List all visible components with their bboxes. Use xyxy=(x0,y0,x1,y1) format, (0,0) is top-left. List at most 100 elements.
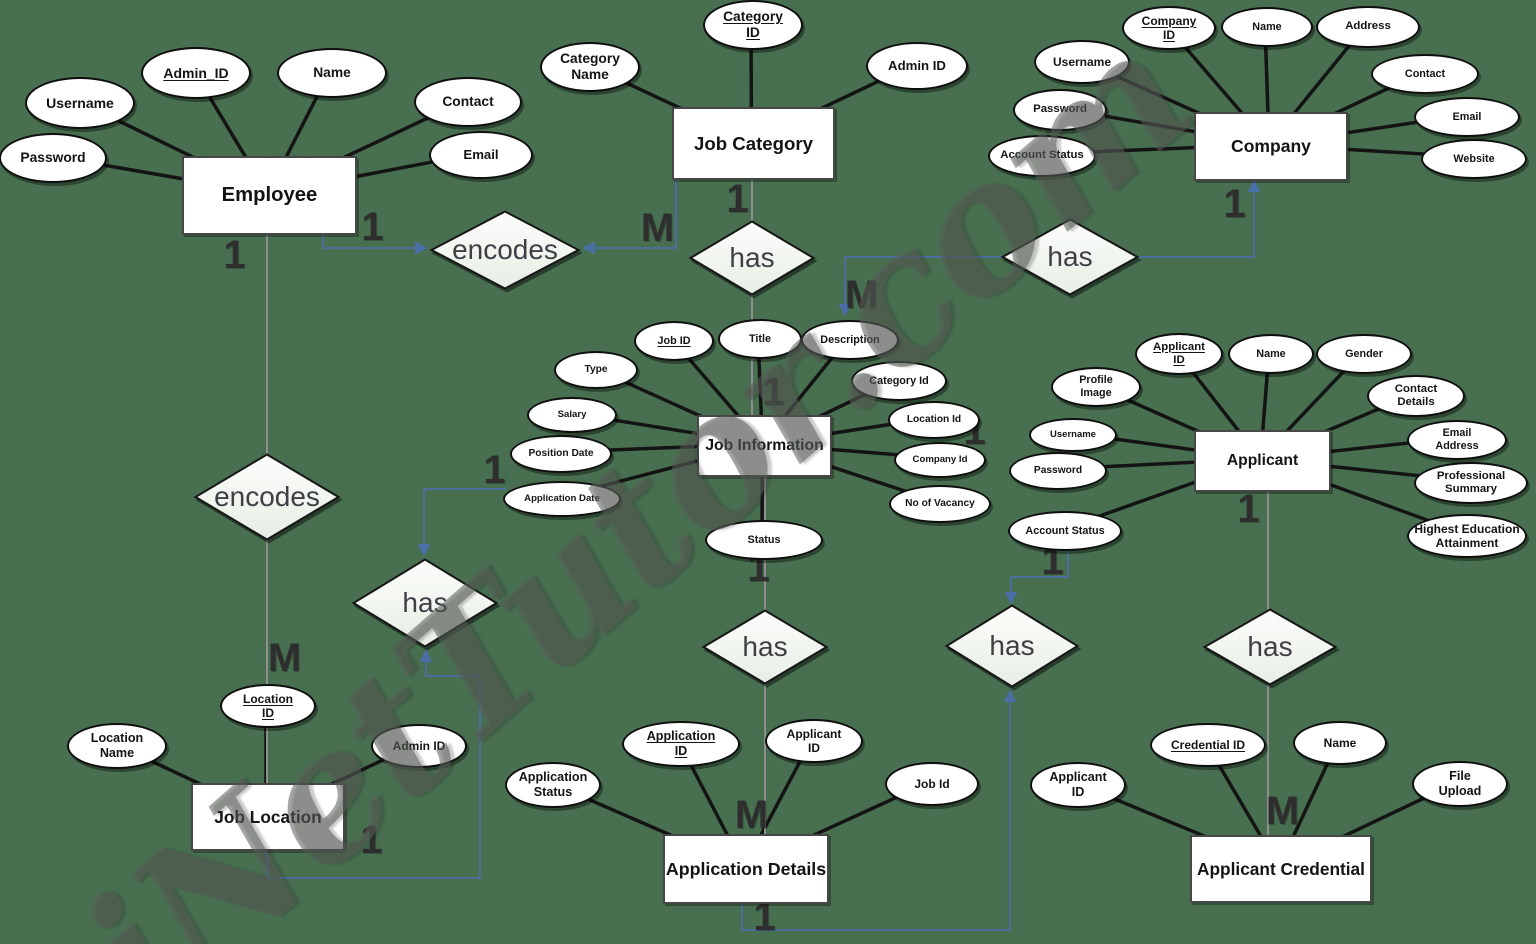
attribute-employee-admin-id: Admin_ID xyxy=(141,47,251,99)
attribute-label: Admin ID xyxy=(888,58,946,74)
relationship-has-1: has xyxy=(688,220,816,296)
cardinality-connector xyxy=(322,231,428,255)
attribute-company-password: Password xyxy=(1013,89,1107,131)
attribute-employee-password: Password xyxy=(0,133,107,183)
attribute-label: Category ID xyxy=(723,8,783,40)
attribute-label: Title xyxy=(749,332,771,345)
attribute-label: No of Vacancy xyxy=(905,497,975,509)
attribute-job-information-description: Description xyxy=(801,320,899,360)
attribute-company-account-status: Account Status xyxy=(988,135,1096,177)
attribute-label: Password xyxy=(1033,103,1087,116)
attribute-job-information-job-id: Job ID xyxy=(634,321,714,361)
attribute-label: Admin ID xyxy=(392,738,446,753)
attribute-label: Name xyxy=(313,64,351,80)
diamond-shape xyxy=(1000,218,1140,296)
cardinality-label-1: 1 xyxy=(360,818,382,862)
relationship-label: has xyxy=(1047,241,1093,272)
attribute-company-company-id: Company ID xyxy=(1122,6,1216,50)
entity-label: Employee xyxy=(221,184,318,206)
entity-job-location: Job Location xyxy=(191,783,345,851)
attribute-label: Credential ID xyxy=(1170,737,1245,752)
attribute-label: Application Status xyxy=(518,770,588,799)
attribute-job-category-category-name: Category Name xyxy=(540,42,640,92)
attribute-job-location-location-id: Location ID xyxy=(220,684,316,728)
entity-company: Company xyxy=(1194,112,1348,181)
attribute-application-details-application-id: Application ID xyxy=(622,721,740,767)
cardinality-label-1: 1 xyxy=(1223,182,1245,226)
attribute-label: Contact Details xyxy=(1394,382,1438,408)
attribute-company-address: Address xyxy=(1316,6,1420,48)
cardinality-connector xyxy=(741,689,1017,931)
diamond-shape xyxy=(1202,608,1338,686)
attribute-label: Location Name xyxy=(90,731,144,760)
attribute-employee-name: Name xyxy=(277,48,387,98)
cardinality-label-m: M xyxy=(1265,789,1299,833)
attribute-label: Email Address xyxy=(1435,427,1479,452)
attribute-label: Name xyxy=(1323,735,1357,750)
attribute-application-details-job-id: Job Id xyxy=(885,762,979,806)
attribute-job-information-title: Title xyxy=(718,319,802,359)
entity-employee: Employee xyxy=(182,156,357,235)
attribute-label: Category Name xyxy=(560,50,620,82)
cardinality-connector xyxy=(1139,179,1261,258)
cardinality-label-1: 1 xyxy=(753,895,775,939)
diamond-shape xyxy=(429,210,581,290)
attribute-applicant-credential-name: Name xyxy=(1293,721,1387,765)
attribute-applicant-password: Password xyxy=(1009,452,1107,490)
attribute-label: Name xyxy=(1252,20,1282,33)
attribute-employee-contact: Contact xyxy=(414,77,522,127)
attribute-job-information-no-of-vacancy: No of Vacancy xyxy=(889,485,991,523)
cardinality-connector xyxy=(582,177,677,255)
attribute-label: Account Status xyxy=(1000,149,1084,162)
attribute-application-details-applicant-id: Applicant ID xyxy=(765,719,863,763)
attribute-applicant-email-address: Email Address xyxy=(1407,420,1507,460)
relationship-has-2: has xyxy=(1000,218,1140,296)
attribute-label: Email xyxy=(463,147,499,163)
cardinality-label-1: 1 xyxy=(223,233,245,277)
attribute-applicant-name: Name xyxy=(1228,334,1314,374)
attribute-label: Company ID xyxy=(1141,13,1197,42)
attribute-label: Status xyxy=(747,533,781,546)
attribute-label: Gender xyxy=(1345,347,1383,360)
attribute-job-information-status: Status xyxy=(705,520,823,560)
relationship-label: encodes xyxy=(452,234,558,265)
diamond-shape xyxy=(351,558,499,648)
attribute-label: Category Id xyxy=(869,374,929,387)
attribute-label: Job Id xyxy=(914,776,950,791)
attribute-label: Applicant ID xyxy=(1153,340,1205,366)
relationship-has-3: has xyxy=(351,558,499,648)
attribute-applicant-credential-file-upload: File Upload xyxy=(1412,761,1508,807)
entity-applicant-credential: Applicant Credential xyxy=(1190,835,1372,903)
relationship-label: has xyxy=(402,587,448,618)
entity-label: Job Category xyxy=(694,132,813,154)
attribute-job-information-type: Type xyxy=(554,351,638,389)
attribute-company-email: Email xyxy=(1414,97,1520,137)
attribute-applicant-credential-applicant-id: Applicant ID xyxy=(1030,762,1126,808)
attribute-job-information-salary: Salary xyxy=(527,397,617,433)
attribute-company-contact: Contact xyxy=(1371,54,1479,94)
attribute-label: File Upload xyxy=(1438,769,1482,798)
entity-label: Applicant xyxy=(1226,452,1299,469)
attribute-label: Contact xyxy=(1404,67,1446,80)
attribute-label: Job ID xyxy=(657,334,691,347)
cardinality-label-1: 1 xyxy=(1041,539,1063,583)
attribute-label: Application ID xyxy=(646,729,716,758)
relationship-label: has xyxy=(1247,631,1293,662)
attribute-label: Company Id xyxy=(912,454,968,466)
attribute-label: Email xyxy=(1452,110,1482,123)
attribute-employee-email: Email xyxy=(429,131,533,179)
attribute-label: Location Id xyxy=(906,413,962,425)
attribute-applicant-contact-details: Contact Details xyxy=(1367,375,1465,417)
attribute-applicant-account-status: Account Status xyxy=(1008,511,1122,551)
relationship-label: encodes xyxy=(214,481,320,512)
attribute-job-information-company-id: Company Id xyxy=(894,442,986,478)
attribute-job-information-location-id: Location Id xyxy=(888,401,980,439)
entity-label: Job Information xyxy=(705,437,824,454)
cardinality-label-1: 1 xyxy=(361,205,383,249)
relationship-has-5: has xyxy=(944,604,1080,688)
attribute-label: Salary xyxy=(557,409,587,421)
entity-job-information: Job Information xyxy=(697,415,832,477)
attribute-label: Highest Education Attainment xyxy=(1414,521,1520,550)
cardinality-label-1: 1 xyxy=(483,448,505,492)
